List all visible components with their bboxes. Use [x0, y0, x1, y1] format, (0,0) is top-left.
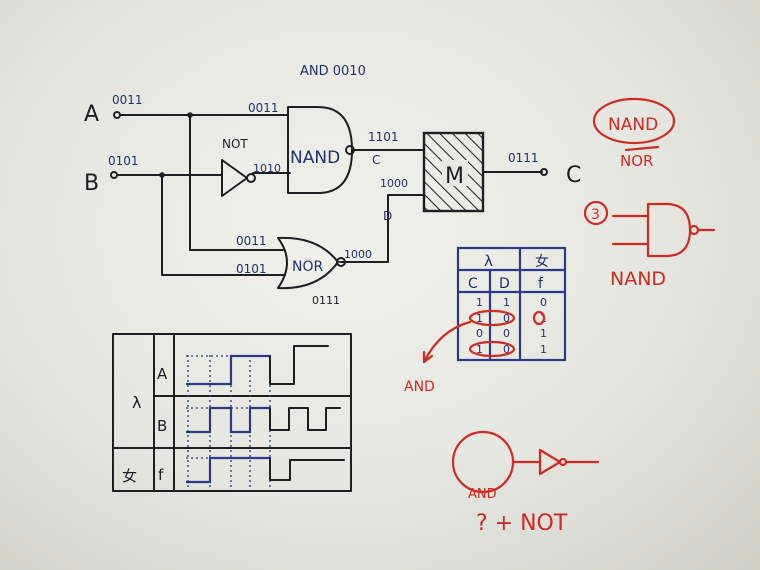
item-number: 3 [591, 207, 600, 223]
junction-dot-b [159, 172, 165, 178]
table-red-marks [422, 309, 546, 364]
table-annotation: AND [404, 379, 435, 395]
table-header-right: 女 [535, 253, 549, 270]
not-out-bits: 1010 [253, 162, 281, 175]
timing-row-b: B [157, 417, 167, 435]
nor-gate-symbol [277, 236, 339, 290]
waveform-b [186, 406, 341, 434]
table-cell: 1 [476, 343, 483, 356]
junction-dot-a [187, 112, 193, 118]
input-b-bits: 0101 [108, 154, 139, 168]
circuit-wires [116, 114, 543, 276]
nand-circle [592, 97, 676, 145]
table-cell: 0 [503, 343, 510, 356]
not-label: NOT [222, 137, 248, 151]
input-b-label: B [84, 171, 99, 196]
output-terminal [540, 168, 548, 176]
table-cell: 1 [503, 296, 510, 309]
nand-gate-symbol [287, 106, 353, 194]
input-a-bits: 0011 [112, 93, 143, 107]
timing-group-left: λ [132, 393, 141, 412]
table-cell: 0 [503, 312, 510, 325]
waveform-a [186, 345, 329, 386]
table-cell: 0 [540, 296, 547, 309]
nand-label: NAND [290, 148, 340, 168]
red-nand-gate [611, 202, 716, 258]
red-feedback-sketch [451, 430, 600, 494]
table-cell: 1 [540, 327, 547, 340]
timing-diagram-grid [112, 333, 352, 492]
table-col-c: C [468, 276, 478, 292]
table-header-left: λ [484, 252, 493, 270]
mux-d-bits: 1000 [380, 177, 408, 190]
mux-d-label: D [383, 209, 392, 223]
input-a-label: A [84, 102, 99, 127]
timing-dotted-guides [186, 355, 271, 488]
truth-table [456, 246, 567, 362]
nor-in-top-bits: 0011 [236, 234, 267, 248]
output-label: C [566, 163, 581, 188]
waveform-f [186, 456, 345, 484]
question-note: ? + NOT [476, 511, 568, 536]
nor-out-bits: 1000 [344, 248, 372, 261]
not-bubble [246, 173, 256, 183]
table-cell: 1 [476, 296, 483, 309]
red-gate-label: NAND [610, 268, 666, 290]
nand-out-bits: 1101 [368, 130, 399, 144]
nor-label: NOR [292, 259, 323, 275]
header-note: AND 0010 [300, 64, 366, 79]
table-cell: 1 [540, 343, 547, 356]
table-col-d: D [499, 276, 510, 292]
item-number-circle [583, 200, 609, 226]
table-col-f: f [538, 276, 544, 292]
nor-in-bottom-bits: 0101 [236, 262, 267, 276]
timing-row-a: A [157, 365, 168, 383]
nand-out-label: C [372, 153, 380, 167]
nor-below-bits: 0111 [312, 294, 340, 307]
timing-row-f: f [158, 466, 164, 484]
under-word: NOR [620, 152, 653, 170]
bubble-label: AND [468, 487, 497, 502]
table-cell: 1 [476, 312, 483, 325]
timing-group-out: 女 [122, 467, 137, 485]
table-cell: 0 [476, 327, 483, 340]
not-gate-symbol [221, 159, 248, 197]
mux-label: M [445, 164, 464, 189]
table-cell: 0 [503, 327, 510, 340]
nand-bubble [345, 145, 355, 155]
circled-word: NAND [608, 115, 658, 135]
nand-in-bits: 0011 [248, 101, 279, 115]
nor-bubble [336, 257, 346, 267]
strike-mark [624, 145, 660, 152]
mux-out-bits: 0111 [508, 151, 539, 165]
